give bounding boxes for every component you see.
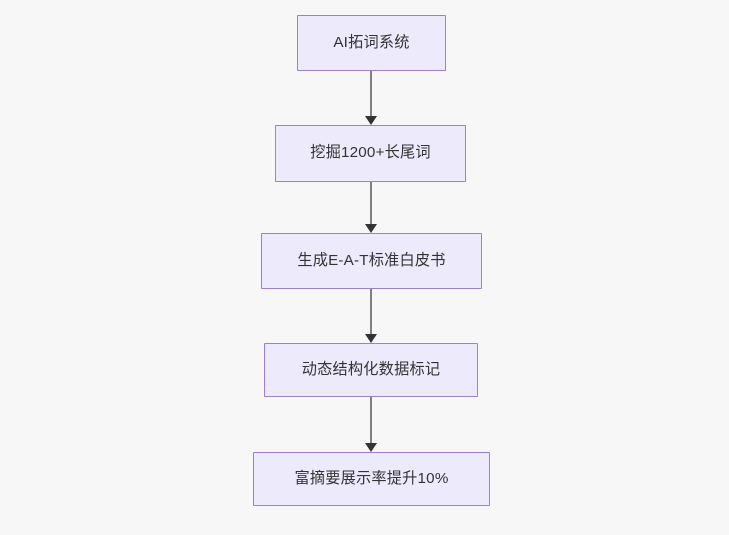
flow-node-label: AI拓词系统 bbox=[333, 33, 410, 51]
flow-node-dynamic-structured-data[interactable]: 动态结构化数据标记 bbox=[264, 343, 478, 397]
arrow-down-icon bbox=[364, 443, 377, 452]
edge-line bbox=[370, 71, 372, 116]
flow-node-label: 富摘要展示率提升10% bbox=[294, 469, 449, 487]
arrow-down-icon bbox=[364, 116, 377, 125]
flow-node-generate-eat-whitepaper[interactable]: 生成E-A-T标准白皮书 bbox=[261, 233, 482, 289]
arrow-down-icon bbox=[364, 224, 377, 233]
flow-node-ai-keyword-system[interactable]: AI拓词系统 bbox=[297, 15, 446, 71]
flow-node-mine-longtail-keywords[interactable]: 挖掘1200+长尾词 bbox=[275, 125, 466, 182]
flow-node-label: 生成E-A-T标准白皮书 bbox=[297, 251, 446, 269]
flow-node-label: 动态结构化数据标记 bbox=[301, 360, 441, 378]
flow-node-rich-snippet-uplift[interactable]: 富摘要展示率提升10% bbox=[253, 452, 490, 506]
edge-line bbox=[370, 182, 372, 224]
edge-line bbox=[370, 397, 372, 443]
arrow-down-icon bbox=[364, 334, 377, 343]
edge-line bbox=[370, 289, 372, 334]
flow-node-label: 挖掘1200+长尾词 bbox=[310, 144, 431, 162]
